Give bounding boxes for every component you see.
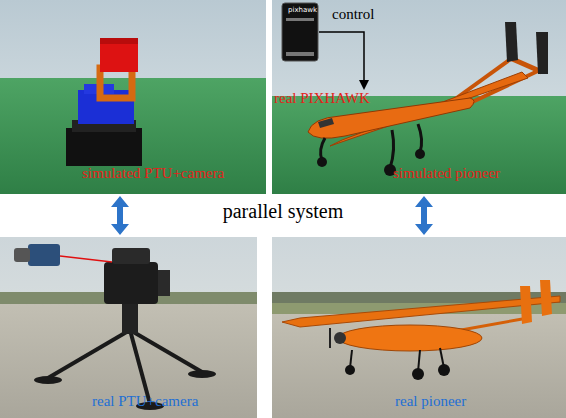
control-label: control bbox=[332, 6, 375, 23]
sim-ptu-scene bbox=[0, 0, 266, 194]
panel-caption: real pioneer bbox=[395, 393, 466, 410]
system-label: parallel system bbox=[223, 200, 344, 222]
pixhawk-label: real PIXHAWK bbox=[274, 90, 370, 107]
sim-ptu-panel: simulated PTU+camera bbox=[0, 0, 266, 194]
real-aircraft-photo bbox=[272, 237, 566, 418]
real-ptu-photo bbox=[0, 237, 257, 418]
real-ptu-panel: real PTU+camera bbox=[0, 237, 257, 418]
panel-caption: real PTU+camera bbox=[92, 393, 198, 410]
double-arrow bbox=[415, 196, 433, 235]
panel-caption: simulated pioneer bbox=[393, 165, 500, 182]
board-logo: pixhawk bbox=[288, 7, 317, 15]
sim-aircraft-scene bbox=[272, 0, 566, 194]
real-aircraft-panel: real pioneer bbox=[272, 237, 566, 418]
panel-caption: simulated PTU+camera bbox=[82, 165, 224, 182]
double-arrow bbox=[111, 196, 129, 235]
